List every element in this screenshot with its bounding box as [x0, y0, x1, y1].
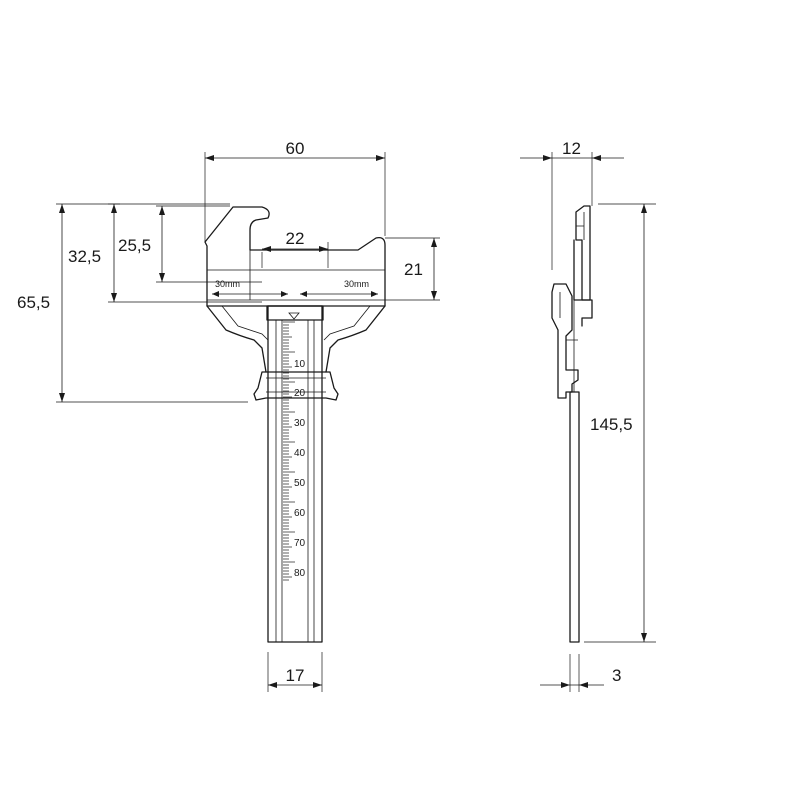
dimension-overall-width: 60	[204, 139, 386, 242]
dim-label-17: 17	[286, 666, 305, 685]
side-strip	[569, 391, 580, 643]
scale-label: 80	[294, 568, 306, 579]
scale-bar	[267, 305, 323, 643]
side-top-bracket	[575, 205, 591, 301]
scale-labels: 10 20 30 40 50 60 70 80	[294, 359, 306, 579]
dimension-jaw-opening: 22	[261, 229, 329, 268]
jaw-head-outline	[204, 206, 386, 307]
dimension-height-32-5: 32,5	[68, 203, 262, 303]
scale-label: 30	[294, 418, 306, 429]
jaw-scale-strip	[207, 269, 385, 301]
dimension-side-thickness: 12	[520, 139, 624, 270]
dim-label-12: 12	[562, 139, 581, 158]
dim-label-32-5: 32,5	[68, 247, 101, 266]
dimension-strip-thickness: 3	[540, 654, 621, 692]
right-brace-inner	[323, 305, 371, 341]
left-brace	[206, 305, 267, 373]
dimension-jaw-depth: 21	[385, 237, 440, 301]
scale-label: 50	[294, 478, 306, 489]
front-view: 30mm 30mm 10 20 30 40 50 60 70 80	[204, 206, 386, 643]
jaw-label-right: 30mm	[344, 279, 369, 289]
side-mid-clamp	[551, 283, 579, 399]
dimension-height-25-5: 25,5	[118, 205, 262, 283]
dim-label-60: 60	[286, 139, 305, 158]
left-brace-inner	[221, 305, 269, 341]
scale-label: 60	[294, 508, 306, 519]
pointer-triangle	[288, 312, 300, 320]
dimension-height-65-5: 65,5	[17, 203, 248, 403]
right-brace	[325, 305, 386, 373]
scale-label: 20	[294, 388, 306, 399]
scale-label: 10	[294, 359, 306, 370]
clamp-band	[253, 371, 339, 401]
scale-label: 40	[294, 448, 306, 459]
dim-label-22: 22	[286, 229, 305, 248]
dim-label-145-5: 145,5	[590, 415, 633, 434]
side-view	[551, 205, 593, 643]
scale-ticks	[283, 321, 295, 581]
dim-label-3: 3	[612, 666, 621, 685]
dimension-bar-width: 17	[267, 652, 323, 692]
dim-label-65-5: 65,5	[17, 293, 50, 312]
dimension-total-length: 145,5	[584, 203, 656, 643]
jaw-label-left: 30mm	[215, 279, 240, 289]
scale-label: 70	[294, 538, 306, 549]
dim-label-21: 21	[404, 260, 423, 279]
side-upper-body	[573, 239, 593, 327]
dim-label-25-5: 25,5	[118, 236, 151, 255]
